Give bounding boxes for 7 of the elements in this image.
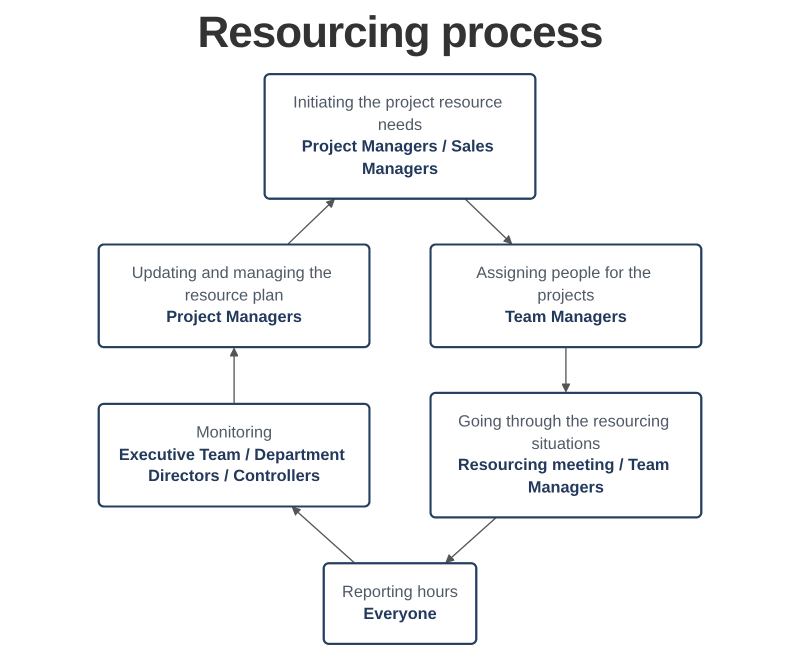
arrow: [292, 506, 355, 564]
arrow: [561, 348, 570, 392]
arrow: [288, 199, 335, 244]
arrow: [230, 348, 239, 403]
arrow: [465, 198, 512, 244]
arrow: [445, 518, 496, 563]
title: Resourcing process: [197, 7, 603, 59]
